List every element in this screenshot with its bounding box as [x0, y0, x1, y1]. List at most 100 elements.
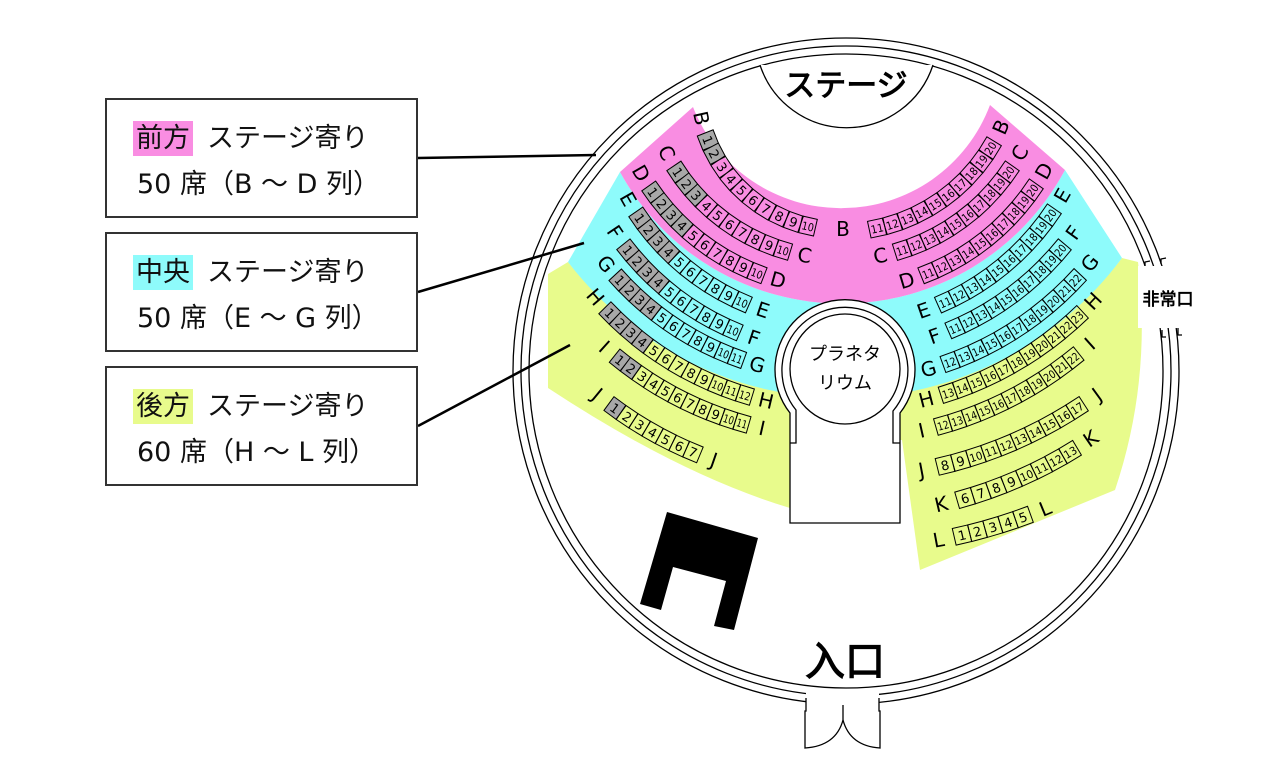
seat-number: 1 — [957, 528, 968, 544]
seat-h-3[interactable]: 3 — [619, 320, 643, 345]
seat-number: 10 — [725, 323, 741, 340]
seat-box — [1048, 238, 1072, 262]
seat-c-1[interactable]: 1 — [666, 160, 690, 184]
seat-box — [996, 160, 1020, 184]
seat-number: 12 — [934, 259, 950, 276]
seat-number: 10 — [734, 295, 750, 312]
seat-h-12[interactable]: 12 — [734, 384, 756, 406]
seat-e-3[interactable]: 3 — [646, 229, 671, 254]
row-label-c-right-inner: C — [871, 242, 889, 268]
seat-number: 11 — [947, 321, 963, 338]
seat-number: 16 — [996, 328, 1013, 345]
seat-i-1[interactable]: 1 — [608, 348, 632, 372]
legend-tag: 後方 — [133, 389, 193, 424]
seat-number: 11 — [735, 416, 749, 431]
seat-d-10[interactable]: 10 — [746, 261, 768, 285]
seat-f-4[interactable]: 4 — [646, 270, 671, 295]
seat-number: 10 — [800, 219, 815, 234]
seat-g-4[interactable]: 4 — [639, 297, 663, 321]
seat-number: 12 — [908, 238, 924, 254]
seat-number: 11 — [729, 351, 744, 367]
seat-number: 12 — [936, 418, 951, 434]
seat-number: 17 — [1069, 400, 1087, 418]
stairs-icon — [640, 512, 758, 630]
seat-number: 10 — [716, 346, 731, 362]
seat-c-3[interactable]: 3 — [684, 183, 709, 208]
seat-j-1[interactable]: 1 — [603, 396, 627, 420]
seat-f-10[interactable]: 10 — [722, 318, 744, 342]
seat-number: 13 — [964, 280, 981, 297]
seat-g-1[interactable]: 1 — [608, 268, 632, 292]
seat-d-4[interactable]: 4 — [670, 213, 695, 238]
seat-number: 20 — [982, 140, 1000, 158]
seat-number: 19 — [973, 153, 991, 171]
seat-number: 13 — [973, 307, 990, 324]
seat-number: 19 — [1021, 346, 1038, 363]
seat-g-11[interactable]: 11 — [726, 346, 748, 370]
seat-j-17[interactable]: 17 — [1064, 395, 1090, 421]
seat-number: 16 — [990, 397, 1006, 414]
seat-box — [1037, 203, 1063, 227]
seat-k-13[interactable]: 13 — [1057, 439, 1083, 465]
planetarium-label-line1: プラネタ — [809, 344, 881, 365]
seat-number: 15 — [983, 336, 1000, 353]
row-label-l-right-inner: L — [931, 527, 947, 553]
seat-number: 13 — [947, 252, 964, 269]
seat-b-20[interactable]: 20 — [977, 136, 1003, 160]
seat-box — [1011, 505, 1034, 529]
legend-tag: 前方 — [133, 121, 193, 156]
seat-f-3[interactable]: 3 — [635, 260, 660, 285]
seat-box — [682, 440, 704, 464]
zone-front — [620, 105, 1065, 304]
entrance-door[interactable] — [804, 698, 881, 749]
seat-h-4[interactable]: 4 — [630, 330, 655, 354]
seat-number: 14 — [977, 271, 995, 289]
seat-number: 17 — [1004, 390, 1020, 407]
seat-d-1[interactable]: 1 — [641, 180, 665, 204]
seat-e-20[interactable]: 20 — [1037, 203, 1063, 227]
seat-box — [1064, 395, 1090, 421]
seat-number: 2 — [972, 524, 984, 541]
seat-number: 18 — [1017, 383, 1034, 400]
seat-number: 12 — [998, 438, 1015, 455]
seat-number: 6 — [959, 491, 971, 508]
legend-seats: 50 席（B ～ D 列） — [137, 169, 380, 200]
seat-number: 14 — [1027, 424, 1044, 441]
seat-c-10[interactable]: 10 — [772, 239, 794, 261]
row-label-b-left-outer: B — [688, 109, 714, 128]
seat-number: 13 — [1013, 431, 1030, 448]
seat-number: 15 — [977, 403, 993, 420]
seat-number: 20 — [1042, 207, 1060, 225]
seat-e-4[interactable]: 4 — [656, 240, 681, 265]
planetarium — [774, 299, 916, 524]
seat-number: 13 — [1061, 444, 1079, 462]
seat-number: 15 — [968, 375, 984, 392]
seat-box — [1020, 178, 1044, 202]
seat-number: 10 — [710, 378, 726, 394]
seat-number: 10 — [1018, 467, 1036, 484]
seat-number: 11 — [937, 294, 954, 311]
seat-number: 13 — [941, 386, 957, 402]
seat-i-2[interactable]: 2 — [619, 356, 643, 381]
seat-number: 16 — [1055, 408, 1073, 426]
seat-c-2[interactable]: 2 — [674, 172, 699, 196]
seat-number: 15 — [1041, 416, 1059, 434]
seat-box — [977, 136, 1003, 160]
row-label-g-left-inner: G — [746, 351, 768, 378]
seat-number: 12 — [942, 355, 958, 371]
seat-number: 14 — [935, 224, 952, 241]
seat-number: 19 — [1029, 376, 1046, 393]
row-label-h-left-inner: H — [756, 387, 776, 414]
seat-box — [746, 261, 768, 285]
seat-number: 15 — [927, 196, 945, 214]
row-label-d-left-inner: D — [767, 266, 788, 293]
seat-i-11[interactable]: 11 — [732, 412, 752, 434]
legend-middle: 中央ステージ寄り 50 席（E ～ G 列） — [105, 232, 418, 352]
seat-b-10[interactable]: 10 — [798, 215, 818, 237]
seat-g-3[interactable]: 3 — [628, 288, 652, 312]
seat-number: 10 — [749, 266, 765, 282]
seat-number: 13 — [956, 349, 972, 366]
seat-number: 18 — [1009, 354, 1026, 371]
seat-e-10[interactable]: 10 — [731, 290, 753, 314]
